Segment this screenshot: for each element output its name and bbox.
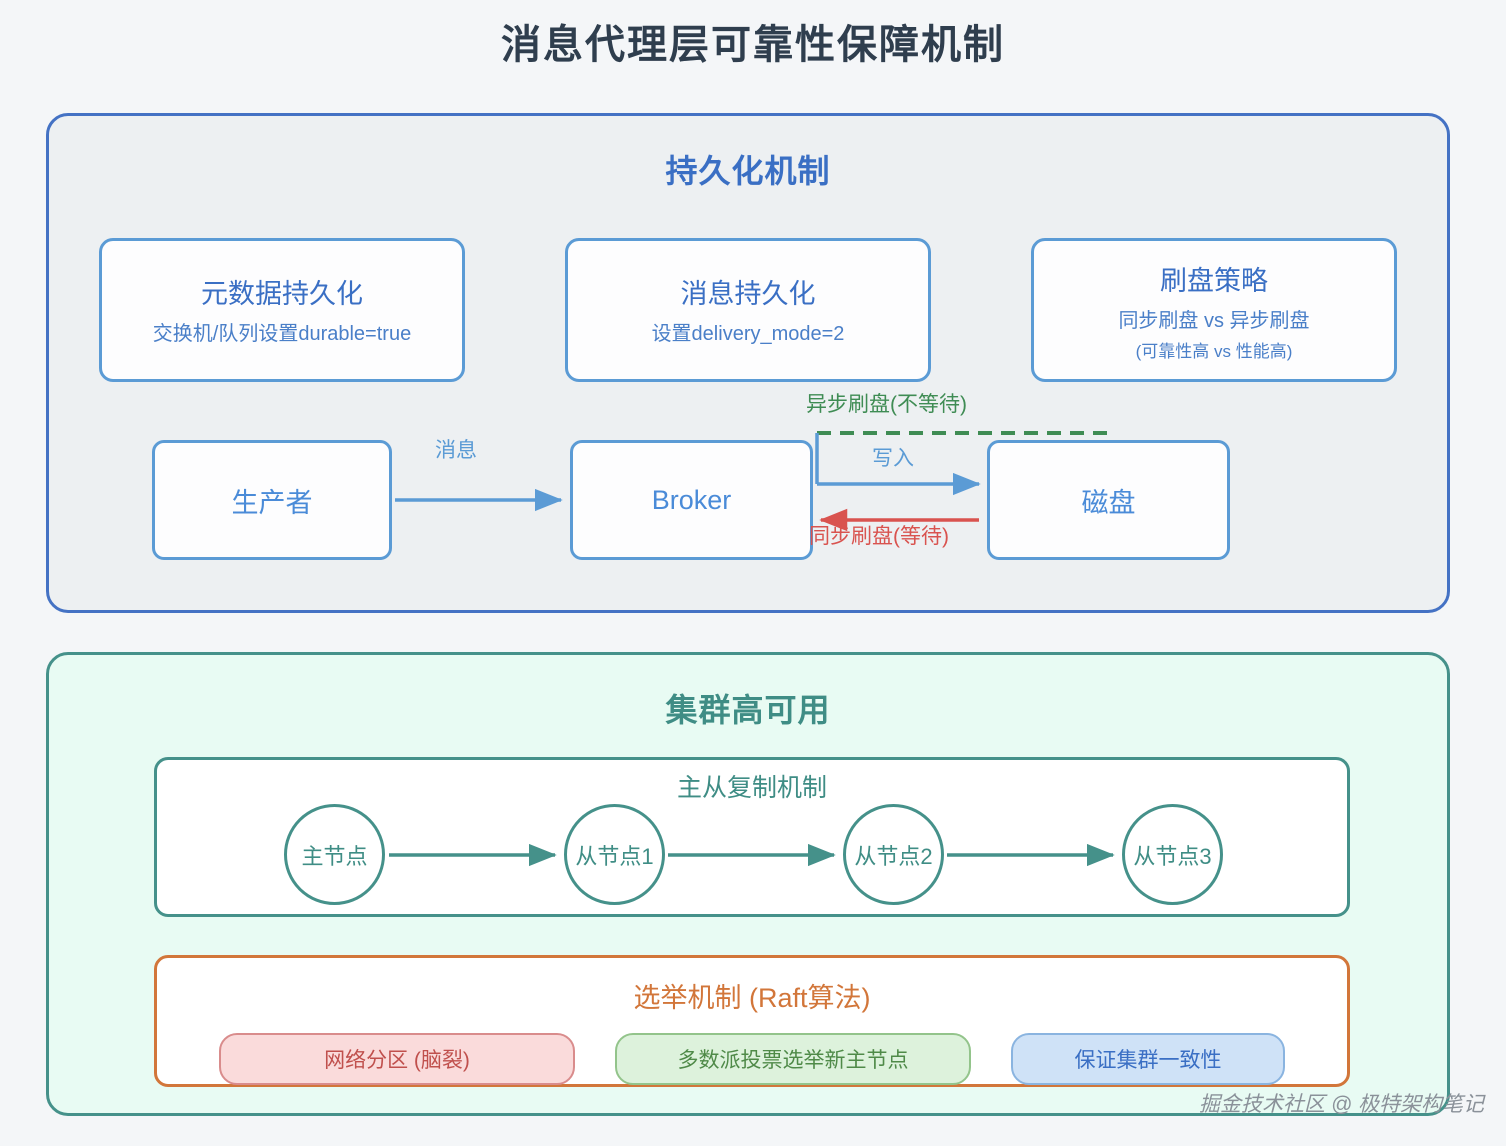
flow-node-broker[interactable]: Broker xyxy=(570,440,813,560)
watermark: 掘金技术社区 @ 极特架构笔记 xyxy=(1199,1093,1484,1116)
edge-label-sync-flush: 同步刷盘(等待) xyxy=(809,525,949,548)
page-title: 消息代理层可靠性保障机制 xyxy=(501,23,1005,67)
replication-box: 主从复制机制 主节点 从节点1 从节点2 从节点3 xyxy=(154,757,1350,917)
replication-node-slave-2[interactable]: 从节点2 xyxy=(843,804,944,905)
persistence-panel-title: 持久化机制 xyxy=(665,153,831,189)
election-pill-network-partition[interactable]: 网络分区 (脑裂) xyxy=(219,1033,575,1085)
election-pill-consistency[interactable]: 保证集群一致性 xyxy=(1011,1033,1285,1085)
card-title: 消息持久化 xyxy=(680,279,816,309)
card-subtitle-secondary: (可靠性高 vs 性能高) xyxy=(1135,341,1293,361)
flow-node-disk[interactable]: 磁盘 xyxy=(987,440,1230,560)
replication-node-slave-1[interactable]: 从节点1 xyxy=(564,804,665,905)
cluster-panel-title: 集群高可用 xyxy=(665,692,831,728)
edge-label-async-flush: 异步刷盘(不等待) xyxy=(806,393,967,416)
election-title: 选举机制 (Raft算法) xyxy=(633,983,871,1013)
card-message-persistence[interactable]: 消息持久化 设置delivery_mode=2 xyxy=(565,238,931,382)
persistence-cards-row: 元数据持久化 交换机/队列设置durable=true 消息持久化 设置deli… xyxy=(49,238,1447,382)
flow-node-producer[interactable]: 生产者 xyxy=(152,440,392,560)
edge-label-message: 消息 xyxy=(435,439,477,462)
card-flush-strategy[interactable]: 刷盘策略 同步刷盘 vs 异步刷盘 (可靠性高 vs 性能高) xyxy=(1031,238,1397,382)
election-pill-row: 网络分区 (脑裂) 多数派投票选举新主节点 保证集群一致性 xyxy=(157,1033,1347,1085)
card-subtitle: 设置delivery_mode=2 xyxy=(651,323,845,345)
card-title: 刷盘策略 xyxy=(1160,265,1268,296)
replication-node-master[interactable]: 主节点 xyxy=(284,804,385,905)
cluster-panel: 集群高可用 主从复制机制 主节点 从节点1 从节点2 从节点3 选举机制 (Ra… xyxy=(46,652,1450,1116)
edge-label-write: 写入 xyxy=(872,447,914,470)
election-pill-majority-vote[interactable]: 多数派投票选举新主节点 xyxy=(615,1033,971,1085)
replication-node-slave-3[interactable]: 从节点3 xyxy=(1122,804,1223,905)
card-metadata-persistence[interactable]: 元数据持久化 交换机/队列设置durable=true xyxy=(99,238,465,382)
persistence-panel: 持久化机制 元数据持久化 交换机/队列设置durable=true 消息持久化 … xyxy=(46,113,1450,613)
election-box: 选举机制 (Raft算法) 网络分区 (脑裂) 多数派投票选举新主节点 保证集群… xyxy=(154,955,1350,1087)
card-subtitle: 交换机/队列设置durable=true xyxy=(152,323,412,345)
card-subtitle: 同步刷盘 vs 异步刷盘 xyxy=(1118,309,1310,332)
replication-title: 主从复制机制 xyxy=(676,774,827,802)
card-title: 元数据持久化 xyxy=(201,279,363,309)
